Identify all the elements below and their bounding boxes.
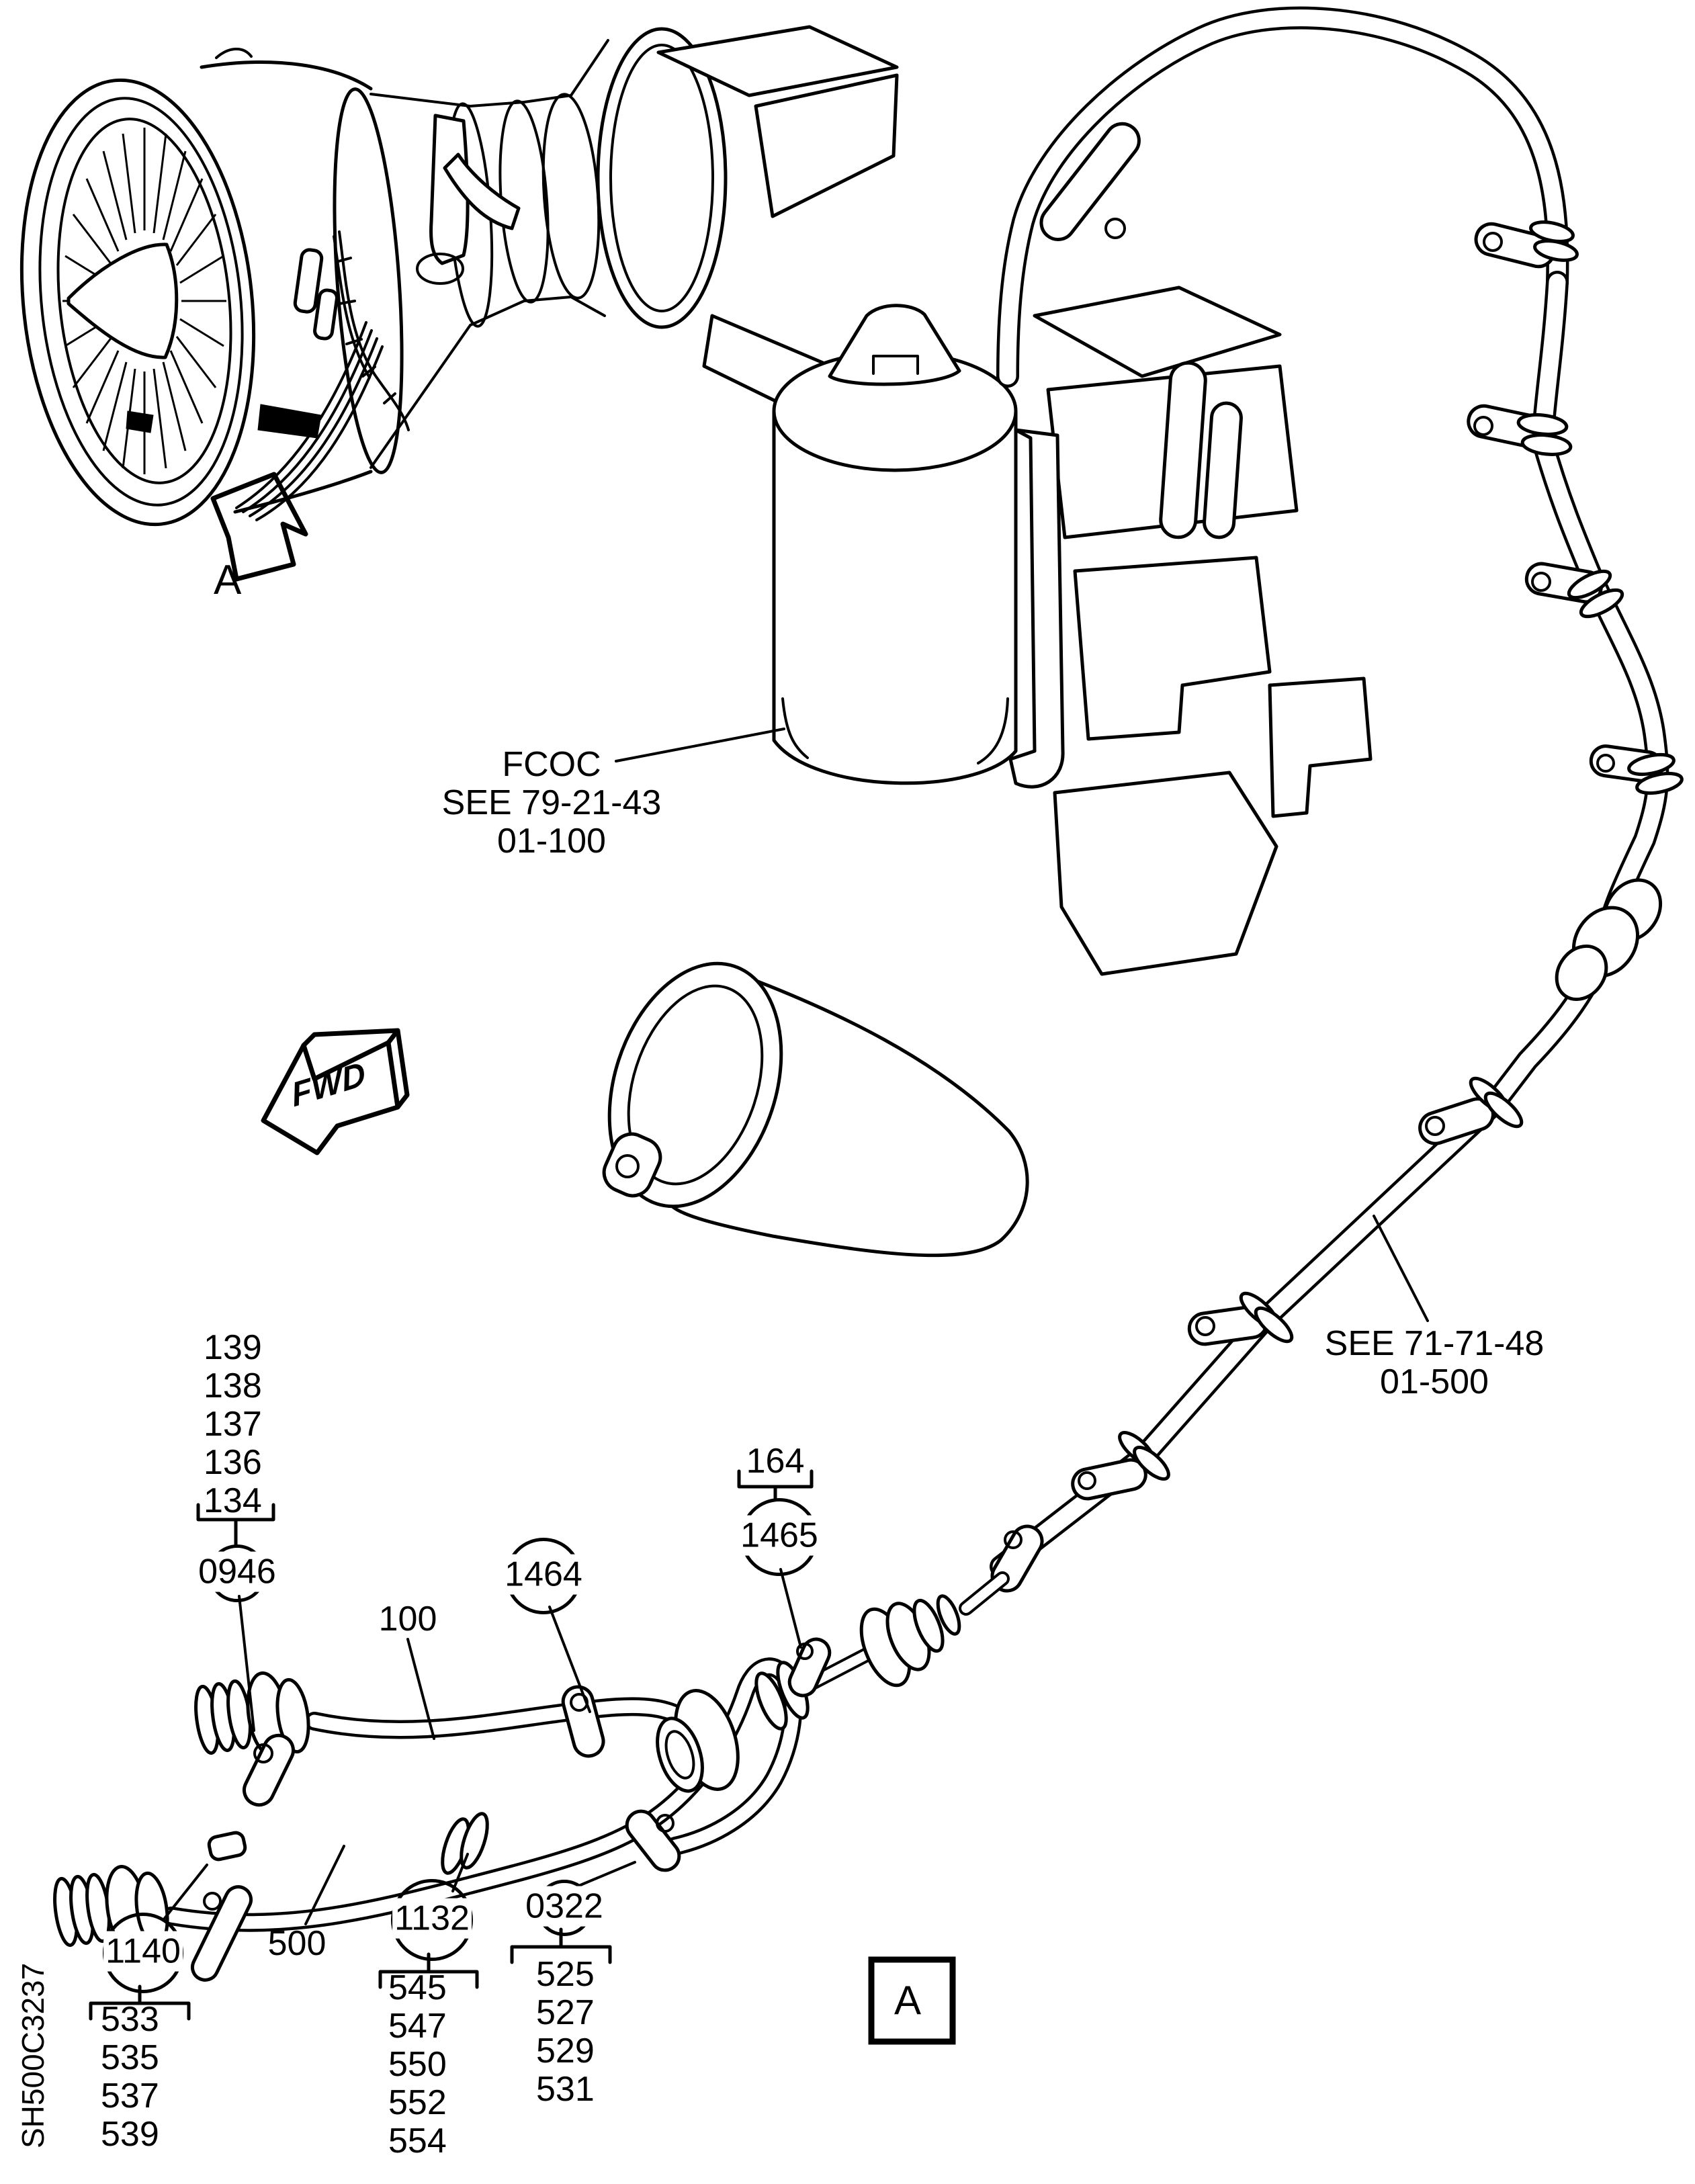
detail-box-frame <box>868 1956 956 2045</box>
item-number: 537 <box>101 2077 159 2115</box>
tube-clamps <box>990 122 1684 1593</box>
tube-500-label: 500 <box>267 1924 327 1963</box>
item-number: 137 <box>204 1405 262 1444</box>
item-number: 547 <box>388 2007 447 2046</box>
callout-stack-1132: 545 547 550 552 554 <box>388 1969 447 2160</box>
item-number: 134 <box>204 1481 262 1520</box>
item-number: 552 <box>388 2083 447 2122</box>
balloon-0946: 0946 <box>196 1544 278 1602</box>
item-number: 529 <box>536 2032 595 2070</box>
item-number: 531 <box>536 2070 595 2109</box>
fan-blades <box>62 128 226 474</box>
see-ref-label: SEE 71-71-48 01-500 <box>1325 1325 1545 1401</box>
item-number: 138 <box>204 1366 262 1405</box>
coupling-nut <box>656 1689 740 1793</box>
view-direction-arrow <box>210 472 308 582</box>
callout-lines <box>89 728 1429 2021</box>
fcoc-label-line1: FCOC <box>502 745 601 784</box>
sheet-code: SH500C3237 <box>15 1962 50 2148</box>
engine-illustration <box>19 25 899 527</box>
item-164-label: 164 <box>746 1442 805 1481</box>
item-number: 136 <box>204 1443 262 1482</box>
view-arrow-letter: A <box>214 557 242 603</box>
union-chain <box>754 1571 1010 1731</box>
item-number: 550 <box>388 2045 447 2084</box>
callout-stack-1140: 533 535 537 539 <box>101 2001 159 2154</box>
fcoc-label-line2: SEE 79-21-43 <box>441 783 662 822</box>
bottom-clamp-tabs <box>190 1637 832 1982</box>
item-number: 525 <box>536 1955 595 1994</box>
spinner-cone <box>67 243 179 359</box>
balloon-1465: 1465 <box>738 1498 820 1576</box>
item-number: 535 <box>101 2038 159 2077</box>
balloon-1464-text: 1464 <box>503 1554 584 1595</box>
balloon-1132-text: 1132 <box>392 1898 472 1939</box>
balloon-0322-text: 0322 <box>523 1886 605 1927</box>
balloon-1140: 1140 <box>103 1913 183 1993</box>
balloon-1132: 1132 <box>391 1879 473 1961</box>
callout-stack-0946: 139 138 137 136 134 <box>204 1329 262 1520</box>
callout-stack-0322: 525 527 529 531 <box>536 1956 595 2109</box>
tube-100-label: 100 <box>378 1600 437 1639</box>
fcoc-label: FCOC SEE 79-21-43 01-100 <box>442 746 662 861</box>
balloon-0322: 0322 <box>523 1880 605 1936</box>
fcoc-label-line3: 01-100 <box>497 822 606 861</box>
tube-100-fitting <box>194 1671 310 1758</box>
fcoc-assembly <box>602 286 1373 1258</box>
balloon-1464: 1464 <box>503 1538 584 1614</box>
fwd-arrow-icon <box>261 1028 410 1155</box>
item-number: 139 <box>204 1328 262 1367</box>
item-number: 527 <box>536 1993 595 2032</box>
item-number: 554 <box>388 2122 447 2160</box>
item-number: 539 <box>101 2115 159 2154</box>
detail-box-letter: A <box>894 1978 922 2023</box>
item-number: 533 <box>101 2000 159 2039</box>
see-ref-line1: SEE 71-71-48 <box>1324 1324 1545 1363</box>
item-number: 545 <box>388 1968 447 2007</box>
balloon-0946-text: 0946 <box>196 1551 278 1592</box>
see-ref-line2: 01-500 <box>1380 1362 1489 1401</box>
balloon-1465-text: 1465 <box>738 1515 820 1556</box>
engine-fuel-tube <box>990 6 1684 1593</box>
balloon-1140-text: 1140 <box>103 1931 183 1972</box>
